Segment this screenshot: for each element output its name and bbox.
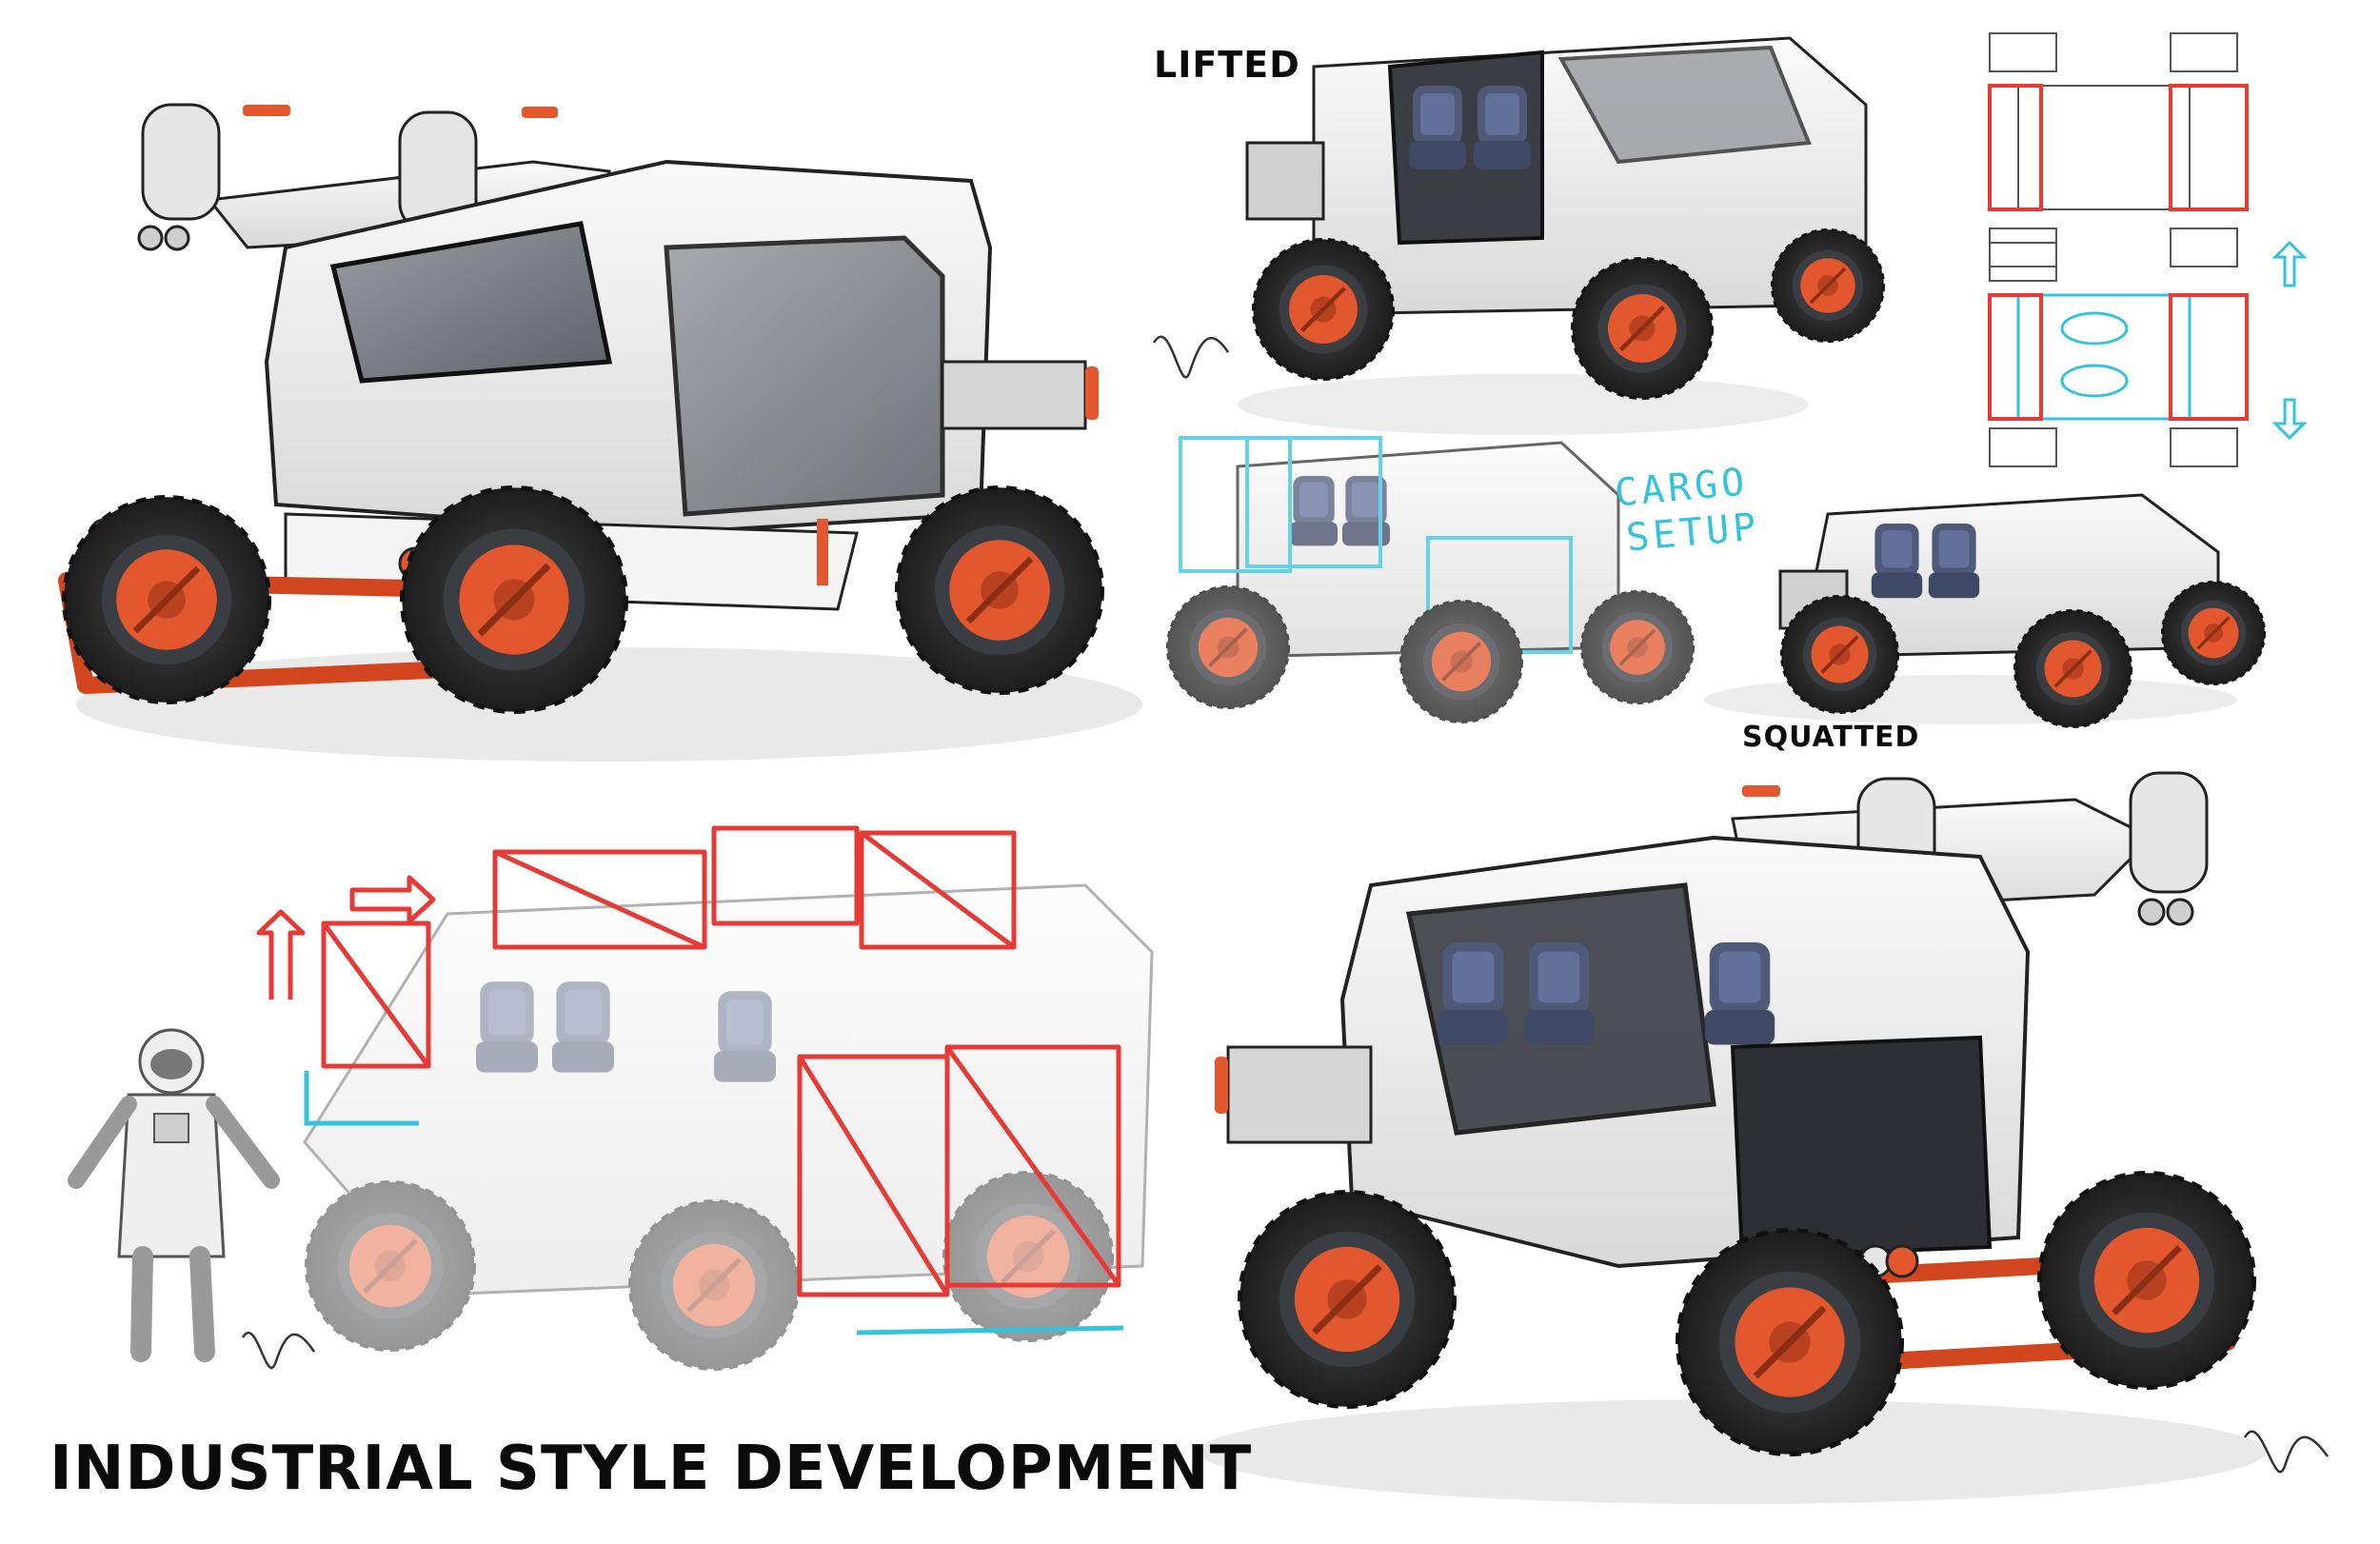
lifted-variant-sketch [1238, 36, 1885, 435]
squatted-label: SQUATTED [1742, 721, 1920, 754]
hero-rover-rear-view [58, 103, 1142, 762]
cargo-setup-variant-sketch [1166, 436, 1695, 723]
lifted-label: LIFTED [1154, 44, 1300, 86]
cargo-setup-label: CARGO SETUP [1613, 459, 1761, 563]
squatted-variant-sketch [1704, 493, 2266, 728]
hero-rover-front-view [1200, 771, 2266, 1504]
signature-marks [241, 335, 2330, 1474]
volume-overlay-sketch [256, 825, 1154, 1369]
top-view-schematic [1988, 32, 2308, 467]
sheet-title: INDUSTRIAL STYLE DEVELOPMENT [50, 1434, 1253, 1504]
astronaut-scale-figure [68, 1028, 280, 1362]
